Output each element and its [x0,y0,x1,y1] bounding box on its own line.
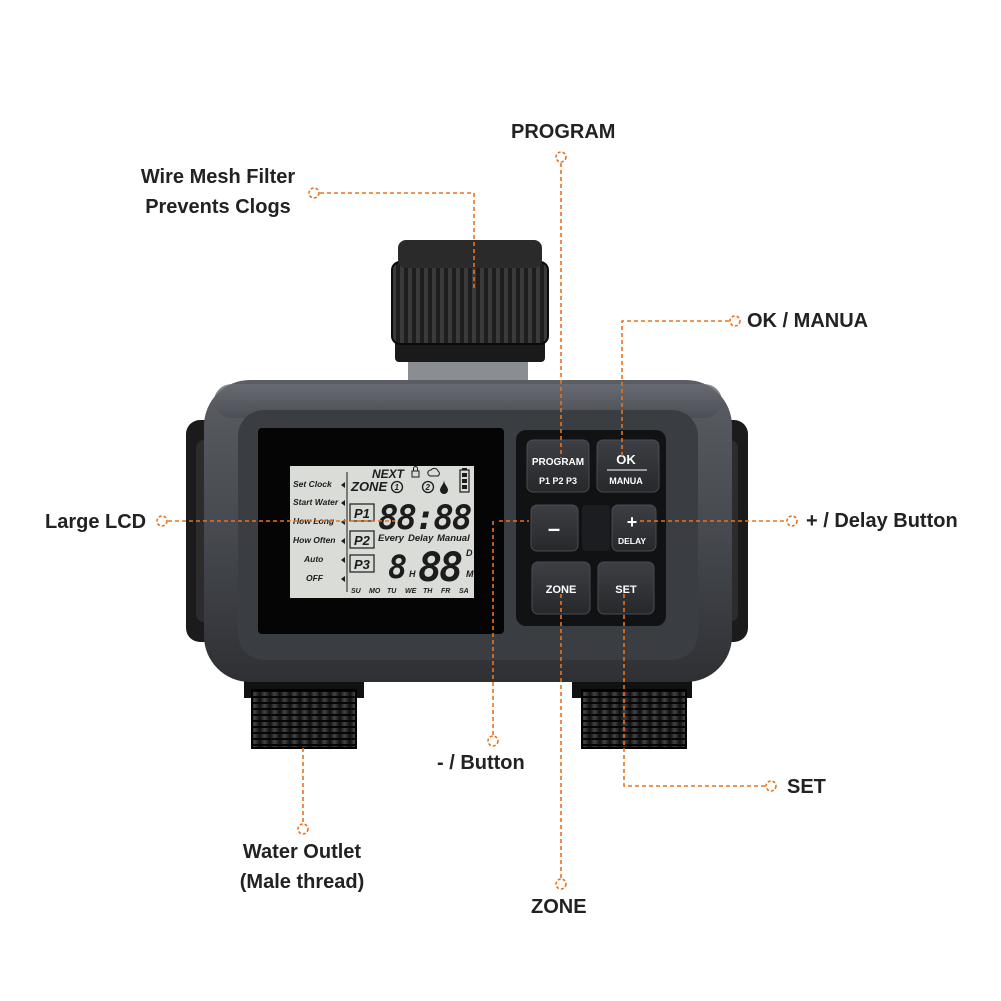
outlet-callout-line1: Water Outlet [242,841,362,863]
program-p1-label: P1 [354,506,370,521]
lcd-marker-icon [156,515,168,527]
set-marker-icon [765,780,777,792]
lcd-zone-label: ZONE [350,479,387,494]
zone-marker-icon [555,878,567,890]
zone-button-label: ZONE [546,584,577,596]
water-drop-icon [440,480,448,494]
filter-callout-line [320,192,475,290]
set-callout-line [623,594,765,787]
ok-callout-line [621,320,729,458]
day-mo: MO [369,588,381,595]
ok-button-label: OK [616,452,636,467]
menu-start-water: Start Water [293,497,339,507]
lcd-day-unit: D [466,548,473,558]
day-sa: SA [459,588,469,595]
lcd-program-p3: P3 [349,554,375,573]
menu-how-long: How Long [293,516,335,526]
menu-set-clock: Set Clock [293,479,333,489]
lock-icon [411,466,420,478]
outlet-callout-label: Water Outlet (Male thread) [210,837,394,897]
delay-button-label: DELAY [618,536,646,546]
program-button-sub-label: P1 P2 P3 [539,476,577,486]
large-lcd-callout-label: Large LCD [45,511,147,533]
program-button-label: PROGRAM [532,457,584,468]
rain-sensor-icon [427,467,440,477]
day-tu: TU [387,588,397,595]
inlet-nut [391,240,549,380]
outlet-right [572,676,692,749]
plus-delay-callout-label: + / Delay Button [806,510,958,532]
mode-manual: Manual [437,533,470,544]
day-fr: FR [441,588,450,595]
set-button[interactable]: SET [597,561,655,615]
minus-button-callout-label: - / Button [437,752,525,774]
filter-callout-line2: Prevents Clogs [145,196,291,218]
zone-button[interactable]: ZONE [531,561,591,615]
set-button-label: SET [615,584,637,596]
minus-button[interactable]: – [530,504,579,552]
program-marker-icon [555,151,567,163]
filter-callout-line1: Wire Mesh Filter [140,166,296,188]
zone-2-indicator: 2 [421,480,435,494]
lcd-minute-unit: M [466,569,474,579]
day-su: SU [351,588,362,595]
center-pad [582,505,610,551]
program-p3-label: P3 [354,557,371,572]
set-callout-label: SET [787,776,826,798]
program-p2-label: P2 [354,533,371,548]
ok-marker-icon [729,315,741,327]
lcd-clock-digits: 88:88 [378,498,471,538]
ok-manua-callout-label: OK / MANUA [747,310,869,332]
lcd-days: SU MO TU WE TH FR SA [351,588,469,595]
zone-2-number: 2 [425,483,431,492]
lcd-menu: Set Clock Start Water How Long How Often… [293,472,348,592]
manua-button-label: MANUA [609,476,643,486]
day-we: WE [405,588,417,595]
filter-callout-label: Wire Mesh Filter Prevents Clogs [120,162,316,222]
program-button[interactable]: PROGRAM P1 P2 P3 [526,439,590,493]
menu-auto: Auto [303,554,323,564]
callout-lines [168,163,786,878]
zone-callout-label: ZONE [531,896,587,918]
outlet-callout-line2: (Male thread) [239,871,365,893]
plus-button-label: + [627,512,638,532]
menu-off: OFF [306,573,324,583]
ok-manua-button[interactable]: OK MANUA [596,439,660,493]
lcd-day-digits: 88 [418,545,462,591]
lcd-program-p1: P1 [349,503,375,522]
minus-marker-icon [487,735,499,747]
zone-1-indicator: 1 [390,480,404,494]
lcd-hour-digit: 8 [388,548,407,586]
zone-1-number: 1 [395,483,400,492]
outlet-marker-icon [297,823,309,835]
mode-delay: Delay [408,533,434,544]
menu-pointer-icons [341,482,345,582]
mode-every: Every [378,533,405,544]
callout-markers [156,151,798,890]
plus-delay-button[interactable]: + DELAY [611,504,657,552]
battery-icon [459,468,470,493]
filter-marker-icon [308,187,320,199]
minus-button-label: – [548,516,560,541]
menu-how-often: How Often [293,535,336,545]
day-th: TH [423,588,433,595]
program-callout-label: PROGRAM [511,121,616,143]
lcd-next-label: NEXT [372,467,406,481]
plus-marker-icon [786,515,798,527]
outlet-left [244,676,364,749]
lcd-hour-unit: H [409,569,416,579]
lcd-program-p2: P2 [349,530,375,549]
